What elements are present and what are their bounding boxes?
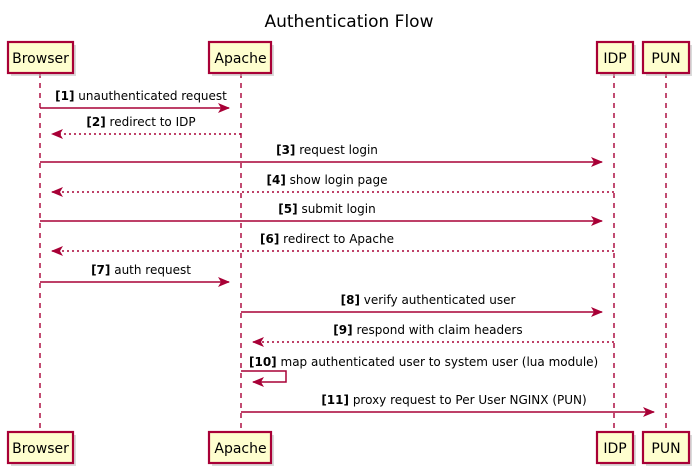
participant-pun-bottom[interactable]: PUN <box>641 430 692 466</box>
message-10-self-loop <box>241 370 287 387</box>
pun-bottom-label: PUN <box>651 441 680 457</box>
participant-apache-top[interactable]: Apache <box>207 40 274 76</box>
message-8[interactable]: [8] verify authenticated user <box>241 293 603 317</box>
browser-top-box <box>6 40 75 75</box>
message-11-number: [11] <box>321 393 349 407</box>
message-11-label: [11] proxy request to Per User NGINX (PU… <box>321 393 586 407</box>
apache-top-label: Apache <box>214 51 266 67</box>
message-5-label: [5] submit login <box>278 202 375 216</box>
message-11[interactable]: [11] proxy request to Per User NGINX (PU… <box>241 393 655 417</box>
pun-top-label: PUN <box>651 51 680 67</box>
message-10-number: [10] <box>249 355 277 369</box>
message-1-text: unauthenticated request <box>78 89 227 103</box>
participant-boxes-bottom: Browser Apache IDP PUN <box>6 430 692 466</box>
messages: [1] unauthenticated request [2] redirect… <box>40 89 655 417</box>
message-3-label: [3] request login <box>276 143 378 157</box>
pun-top-box <box>641 40 691 75</box>
message-6-number: [6] <box>260 232 279 246</box>
idp-bottom-box <box>595 430 635 465</box>
message-9[interactable]: [9] respond with claim headers <box>252 323 614 347</box>
browser-bottom-box <box>6 430 75 465</box>
message-1[interactable]: [1] unauthenticated request <box>40 89 230 113</box>
message-6[interactable]: [6] redirect to Apache <box>51 232 614 256</box>
message-10-label: [10] map authenticated user to system us… <box>249 355 598 369</box>
message-2-number: [2] <box>86 115 105 129</box>
message-3[interactable]: [3] request login <box>40 143 603 167</box>
message-7-text: auth request <box>114 263 191 277</box>
participant-browser-bottom[interactable]: Browser <box>6 430 76 466</box>
participant-idp-top[interactable]: IDP <box>595 40 636 76</box>
message-9-text: respond with claim headers <box>356 323 522 337</box>
message-7-label: [7] auth request <box>91 263 191 277</box>
message-7-number: [7] <box>91 263 110 277</box>
message-8-label: [8] verify authenticated user <box>341 293 516 307</box>
pun-bottom-box <box>641 430 691 465</box>
apache-bottom-box <box>207 430 273 465</box>
browser-bottom-label: Browser <box>12 441 69 457</box>
message-2-text: redirect to IDP <box>110 115 196 129</box>
participant-browser-top[interactable]: Browser <box>6 40 76 76</box>
message-1-number: [1] <box>55 89 74 103</box>
message-10[interactable]: [10] map authenticated user to system us… <box>241 355 598 387</box>
message-1-label: [1] unauthenticated request <box>55 89 227 103</box>
idp-top-label: IDP <box>603 51 626 67</box>
participant-pun-top[interactable]: PUN <box>641 40 692 76</box>
message-2[interactable]: [2] redirect to IDP <box>51 115 241 139</box>
message-4-text: show login page <box>290 173 388 187</box>
message-8-number: [8] <box>341 293 360 307</box>
message-4-number: [4] <box>266 173 285 187</box>
message-11-text: proxy request to Per User NGINX (PUN) <box>353 393 587 407</box>
message-4[interactable]: [4] show login page <box>51 173 614 197</box>
message-5[interactable]: [5] submit login <box>40 202 603 226</box>
apache-bottom-label: Apache <box>214 441 266 457</box>
participant-boxes-top: Browser Apache IDP PUN <box>6 40 692 76</box>
message-2-label: [2] redirect to IDP <box>86 115 195 129</box>
apache-top-box <box>207 40 273 75</box>
browser-top-label: Browser <box>12 51 69 67</box>
message-9-label: [9] respond with claim headers <box>333 323 522 337</box>
message-3-text: request login <box>299 143 378 157</box>
message-3-number: [3] <box>276 143 295 157</box>
idp-top-box <box>595 40 635 75</box>
message-4-label: [4] show login page <box>266 173 387 187</box>
message-6-label: [6] redirect to Apache <box>260 232 394 246</box>
participant-apache-bottom[interactable]: Apache <box>207 430 274 466</box>
message-8-text: verify authenticated user <box>364 293 516 307</box>
participant-idp-bottom[interactable]: IDP <box>595 430 636 466</box>
idp-bottom-label: IDP <box>603 441 626 457</box>
message-7[interactable]: [7] auth request <box>40 263 230 287</box>
message-6-text: redirect to Apache <box>283 232 394 246</box>
message-9-number: [9] <box>333 323 352 337</box>
message-5-number: [5] <box>278 202 297 216</box>
message-5-text: submit login <box>301 202 375 216</box>
message-10-text: map authenticated user to system user (l… <box>281 355 599 369</box>
page-title: Authentication Flow <box>264 12 433 32</box>
